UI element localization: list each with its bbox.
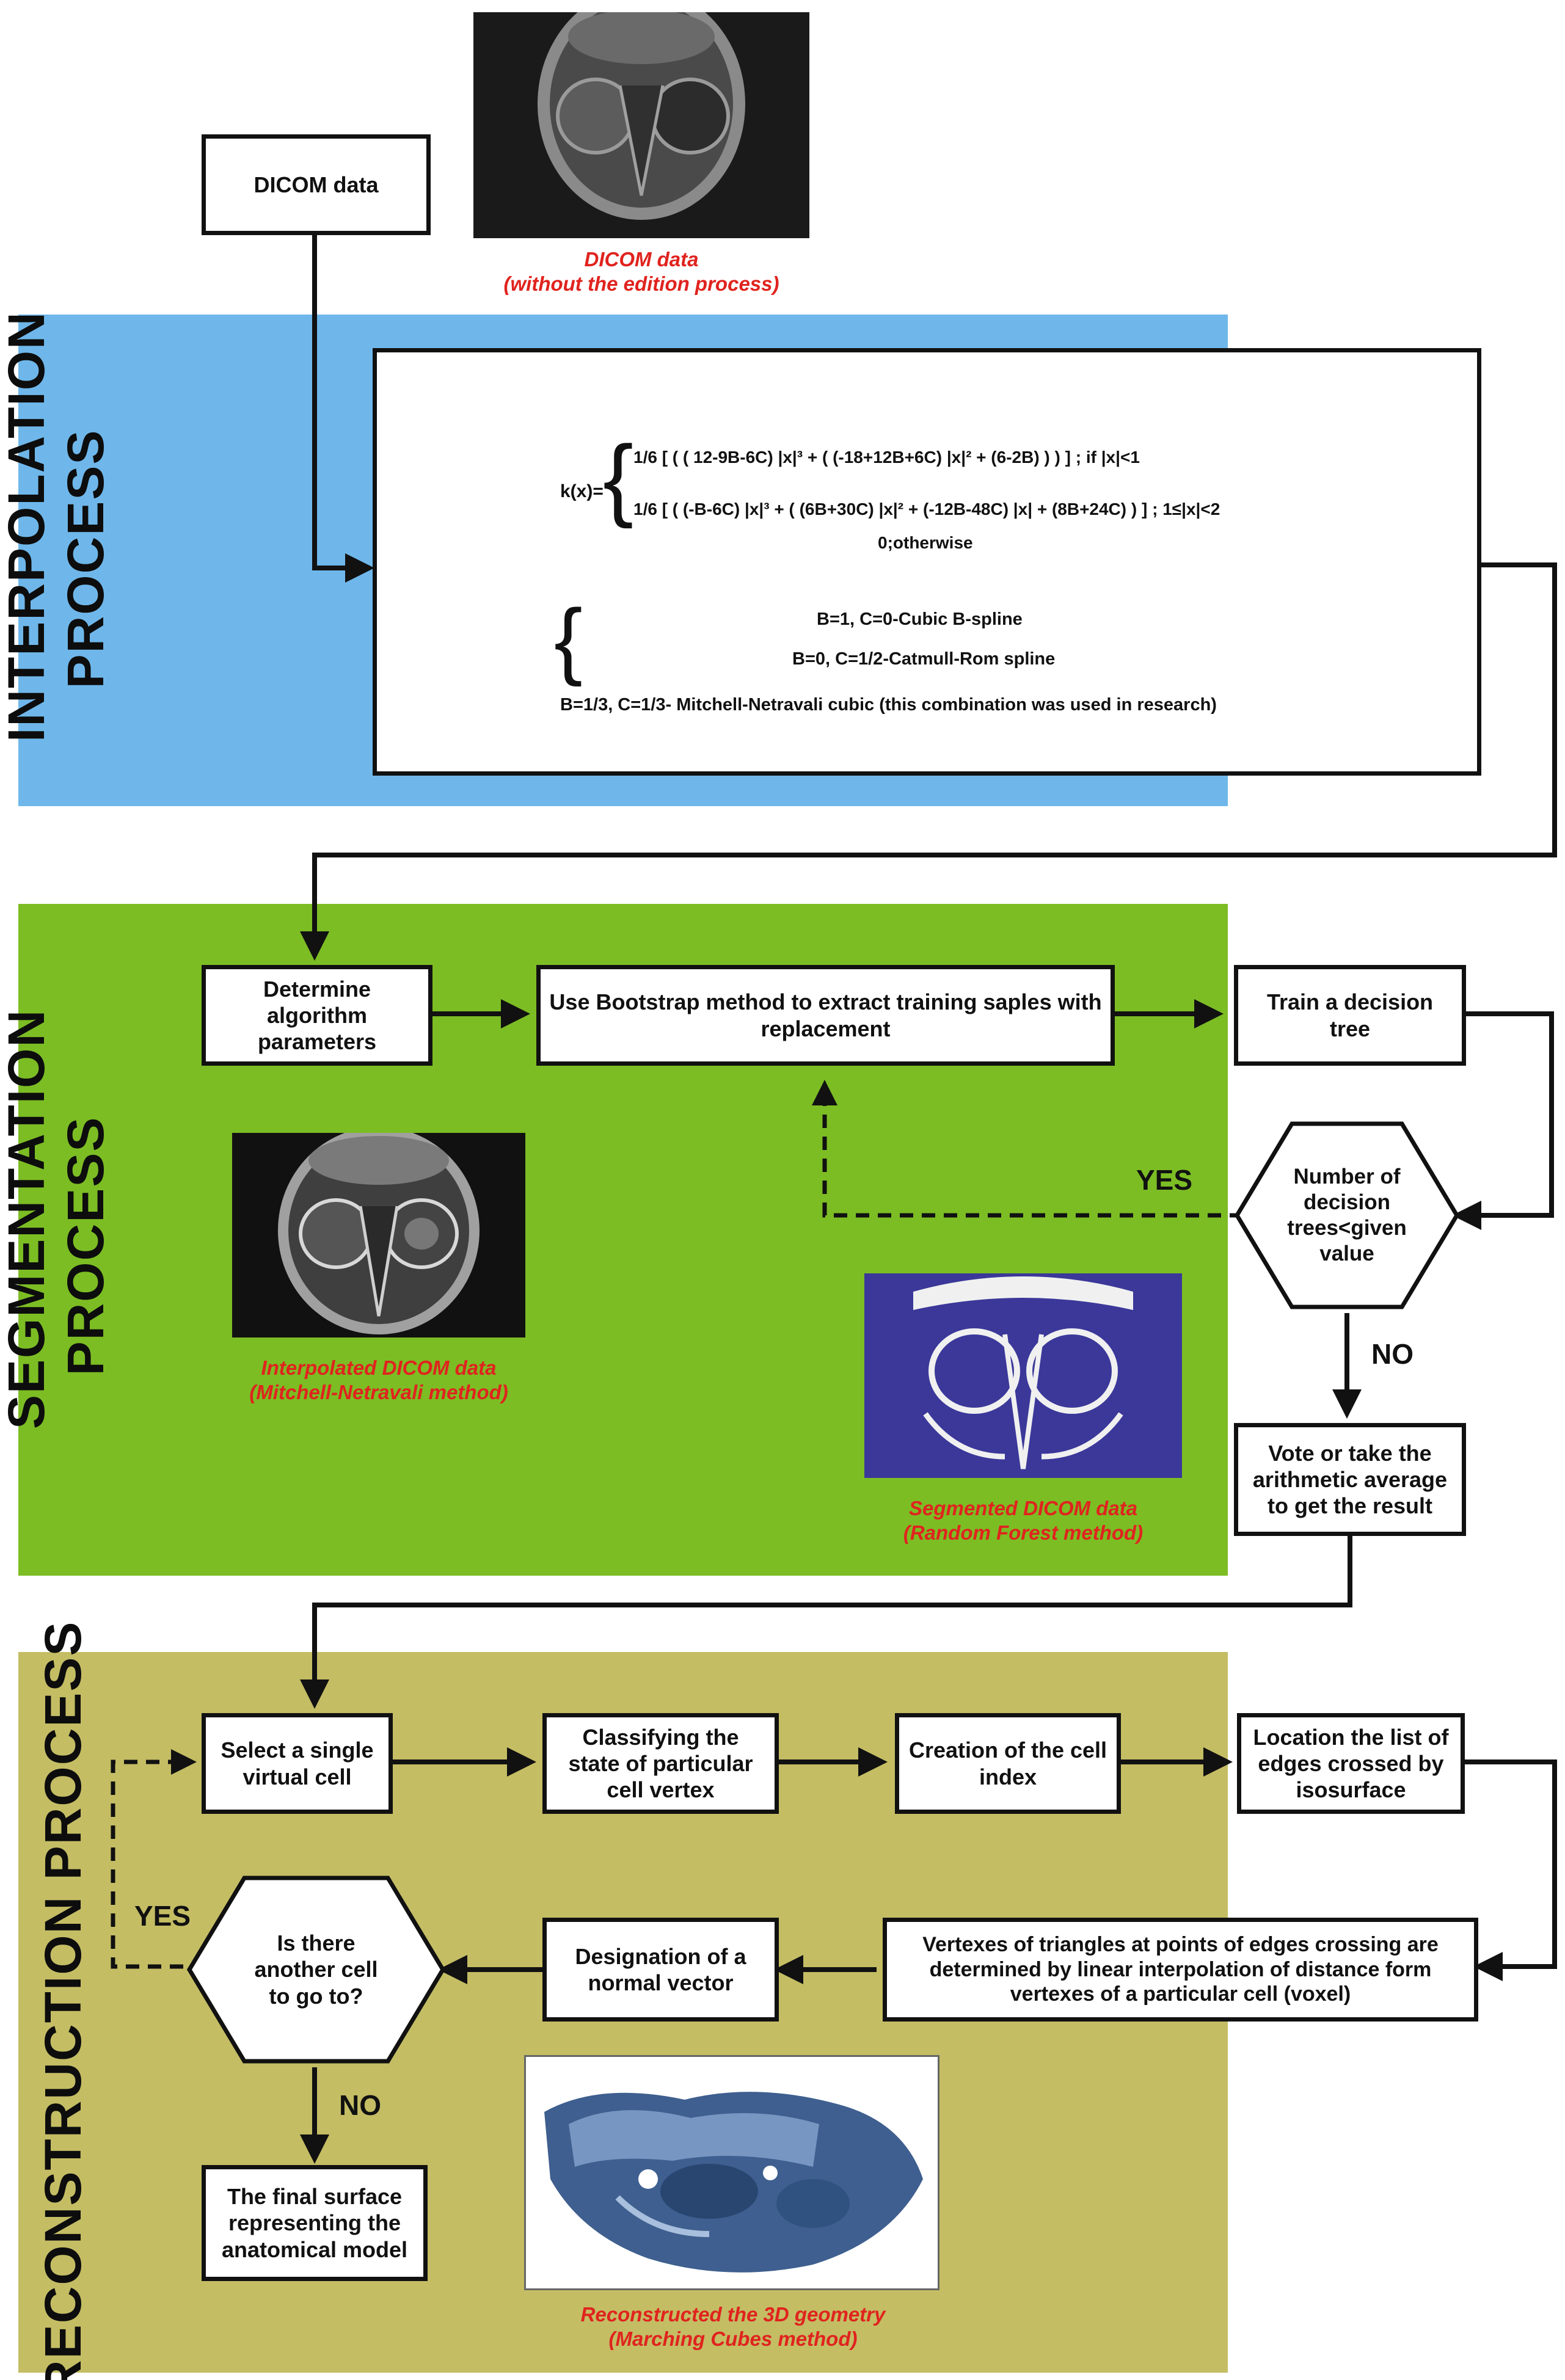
dicom-ct-image bbox=[473, 12, 809, 238]
recon-yes-label: YES bbox=[134, 1900, 191, 1932]
dicom-caption: DICOM data (without the edition process) bbox=[503, 248, 779, 295]
seg-yes-label: YES bbox=[1136, 1164, 1193, 1196]
formula-brace-2: { bbox=[554, 591, 583, 687]
select-cell-box: Select a single virtual cell bbox=[202, 1713, 393, 1814]
triangle-vertexes-box: Vertexes of triangles at points of edges… bbox=[883, 1918, 1478, 2022]
formula-option-3: B=1/3, C=1/3- Mitchell-Netravali cubic (… bbox=[560, 695, 1217, 715]
final-surface-box: The final surface representing the anato… bbox=[202, 2165, 428, 2281]
reconstruction-3d-image bbox=[524, 2055, 939, 2290]
formula-row-1: 1/6 [ ( ( 12-9B-6C) |x|³ + ( (-18+12B+6C… bbox=[633, 448, 1140, 467]
reconstruction-caption: Reconstructed the 3D geometry (Marching … bbox=[580, 2303, 886, 2350]
bootstrap-box: Use Bootstrap method to extract training… bbox=[536, 965, 1115, 1066]
cell-index-box: Creation of the cell index bbox=[895, 1713, 1121, 1814]
classify-vertex-box: Classifying the state of particular cell… bbox=[542, 1713, 779, 1814]
another-cell-decision: Is there another cell to go to? bbox=[254, 1931, 378, 2009]
interpolation-formula-box: k(x)= { 1/6 [ ( ( 12-9B-6C) |x|³ + ( (-1… bbox=[373, 348, 1481, 776]
normal-vector-box: Designation of a normal vector bbox=[542, 1918, 779, 2022]
formula-row-2: 1/6 [ ( (-B-6C) |x|³ + ( (6B+30C) |x|² +… bbox=[633, 500, 1220, 519]
formula-row-3: 0;otherwise bbox=[878, 533, 973, 552]
seg-no-label: NO bbox=[1371, 1338, 1414, 1370]
segmented-ct-image bbox=[864, 1273, 1182, 1478]
vote-average-box: Vote or take the arithmetic average to g… bbox=[1234, 1423, 1466, 1536]
determine-parameters-box: Determine algorithm parameters bbox=[202, 965, 432, 1066]
train-tree-box: Train a decision tree bbox=[1234, 965, 1466, 1066]
dicom-data-box: DICOM data bbox=[202, 134, 431, 235]
formula-option-1: B=1, C=0-Cubic B-spline bbox=[817, 610, 1023, 629]
number-of-trees-decision: Number of decision trees<given value bbox=[1287, 1165, 1407, 1265]
edge-list-box: Location the list of edges crossed by is… bbox=[1237, 1713, 1465, 1814]
recon-no-label: NO bbox=[339, 2089, 381, 2121]
formula-option-2: B=0, C=1/2-Catmull-Rom spline bbox=[792, 649, 1056, 669]
interpolated-caption: Interpolated DICOM data (Mitchell-Netrav… bbox=[249, 1356, 508, 1403]
segmented-caption: Segmented DICOM data (Random Forest meth… bbox=[903, 1497, 1144, 1544]
interpolated-ct-image bbox=[232, 1133, 525, 1337]
formula-lhs: k(x)= bbox=[560, 481, 604, 501]
formula-brace: { bbox=[603, 426, 634, 529]
